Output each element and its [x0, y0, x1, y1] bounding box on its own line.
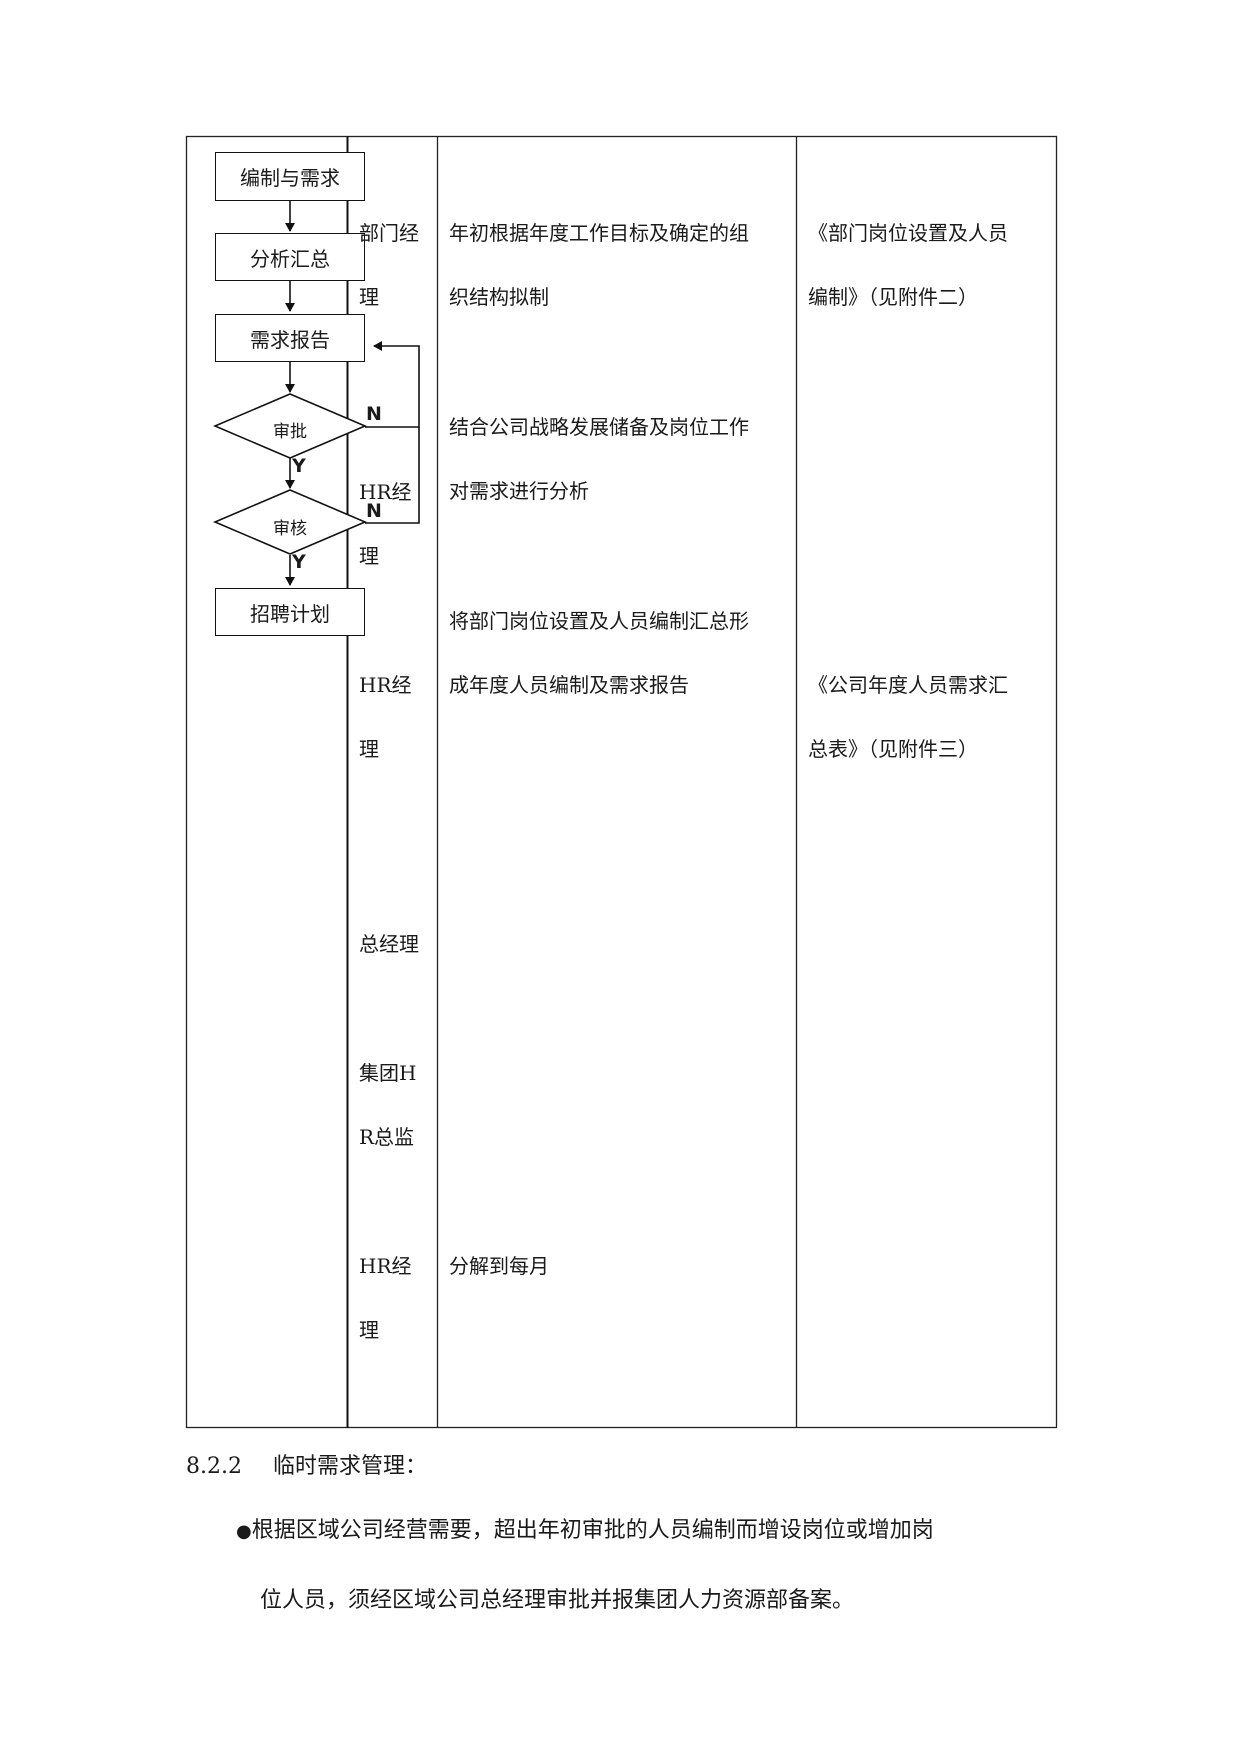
- desc-report-summary: 将部门岗位设置及人员编制汇总形 成年度人员编制及需求报告: [449, 608, 749, 698]
- section-number: 8.2.2: [186, 1454, 242, 1479]
- desc-demand-analysis: 结合公司战略发展储备及岗位工作 对需求进行分析: [449, 414, 749, 504]
- label-n-approval: N: [366, 403, 382, 425]
- role-line: 理: [359, 285, 379, 309]
- label-y-approval: Y: [292, 455, 306, 477]
- paragraph-line-1: ●根据区域公司经营需要，超出年初审批的人员编制而增设岗位或增加岗: [236, 1512, 934, 1544]
- desc-line: 对需求进行分析: [449, 479, 589, 503]
- paragraph-text-2: 位人员，须经区域公司总经理审批并报集团人力资源部备案。: [260, 1588, 855, 1613]
- role-line: 理: [359, 544, 379, 568]
- flow-node-demand-report: 需求报告: [215, 314, 365, 362]
- desc-line: 结合公司战略发展储备及岗位工作: [449, 415, 749, 439]
- role-line: 理: [359, 737, 379, 761]
- role-line: 集团H: [359, 1061, 417, 1085]
- doc-annual-demand-summary: 《公司年度人员需求汇 总表》（见附件三）: [808, 672, 1008, 762]
- role-general-manager: 总经理: [359, 931, 419, 957]
- role-line: 理: [359, 1318, 379, 1342]
- desc-line: 将部门岗位设置及人员编制汇总形: [449, 609, 749, 633]
- role-dept-manager: 部门经 理: [359, 220, 419, 310]
- flow-node-review-label: 审核: [273, 519, 307, 539]
- section-title: 临时需求管理：: [272, 1454, 427, 1479]
- section-heading: 8.2.2 临时需求管理：: [186, 1448, 427, 1480]
- role-line: 部门经: [359, 221, 419, 245]
- role-hr-manager-1: HR经 理: [359, 479, 412, 569]
- review-diamond: [212, 489, 368, 555]
- role-line: HR经: [359, 673, 412, 697]
- role-line: HR经: [359, 1254, 412, 1278]
- paragraph-line-2: 位人员，须经区域公司总经理审批并报集团人力资源部备案。: [260, 1582, 934, 1614]
- desc-annual-drafting: 年初根据年度工作目标及确定的组 织结构拟制: [449, 220, 749, 310]
- role-hr-manager-2: HR经 理: [359, 672, 412, 762]
- flow-node-analysis-summary: 分析汇总: [215, 233, 365, 281]
- approval-diamond: [212, 393, 368, 459]
- role-line: R总监: [359, 1125, 415, 1149]
- label-n-review: N: [366, 500, 382, 522]
- desc-line: 成年度人员编制及需求报告: [449, 673, 689, 697]
- role-hr-manager-3: HR经 理: [359, 1253, 412, 1343]
- label-y-review: Y: [292, 551, 306, 573]
- doc-line: 总表》（见附件三）: [808, 737, 978, 761]
- desc-line: 分解到每月: [449, 1254, 549, 1278]
- flow-node-approval-label: 审批: [273, 422, 307, 442]
- doc-line: 编制》（见附件二）: [808, 285, 978, 309]
- section-bullet-paragraph: ●根据区域公司经营需要，超出年初审批的人员编制而增设岗位或增加岗 位人员，须经区…: [236, 1512, 934, 1614]
- doc-dept-staffing: 《部门岗位设置及人员 编制》（见附件二）: [808, 220, 1008, 310]
- desc-monthly-breakdown: 分解到每月: [449, 1253, 549, 1279]
- bullet-icon: ●: [236, 1521, 252, 1542]
- flow-node-recruitment-plan: 招聘计划: [215, 588, 365, 636]
- role-group-hr-director: 集团H R总监: [359, 1060, 416, 1150]
- paragraph-text-1: 根据区域公司经营需要，超出年初审批的人员编制而增设岗位或增加岗: [251, 1518, 934, 1543]
- flow-node-staffing-demand: 编制与需求: [215, 152, 365, 201]
- role-line: HR经: [359, 480, 412, 504]
- role-line: 总经理: [359, 932, 419, 956]
- doc-line: 《公司年度人员需求汇: [808, 673, 1008, 697]
- desc-line: 织结构拟制: [449, 285, 549, 309]
- desc-line: 年初根据年度工作目标及确定的组: [449, 221, 749, 245]
- doc-line: 《部门岗位设置及人员: [808, 221, 1008, 245]
